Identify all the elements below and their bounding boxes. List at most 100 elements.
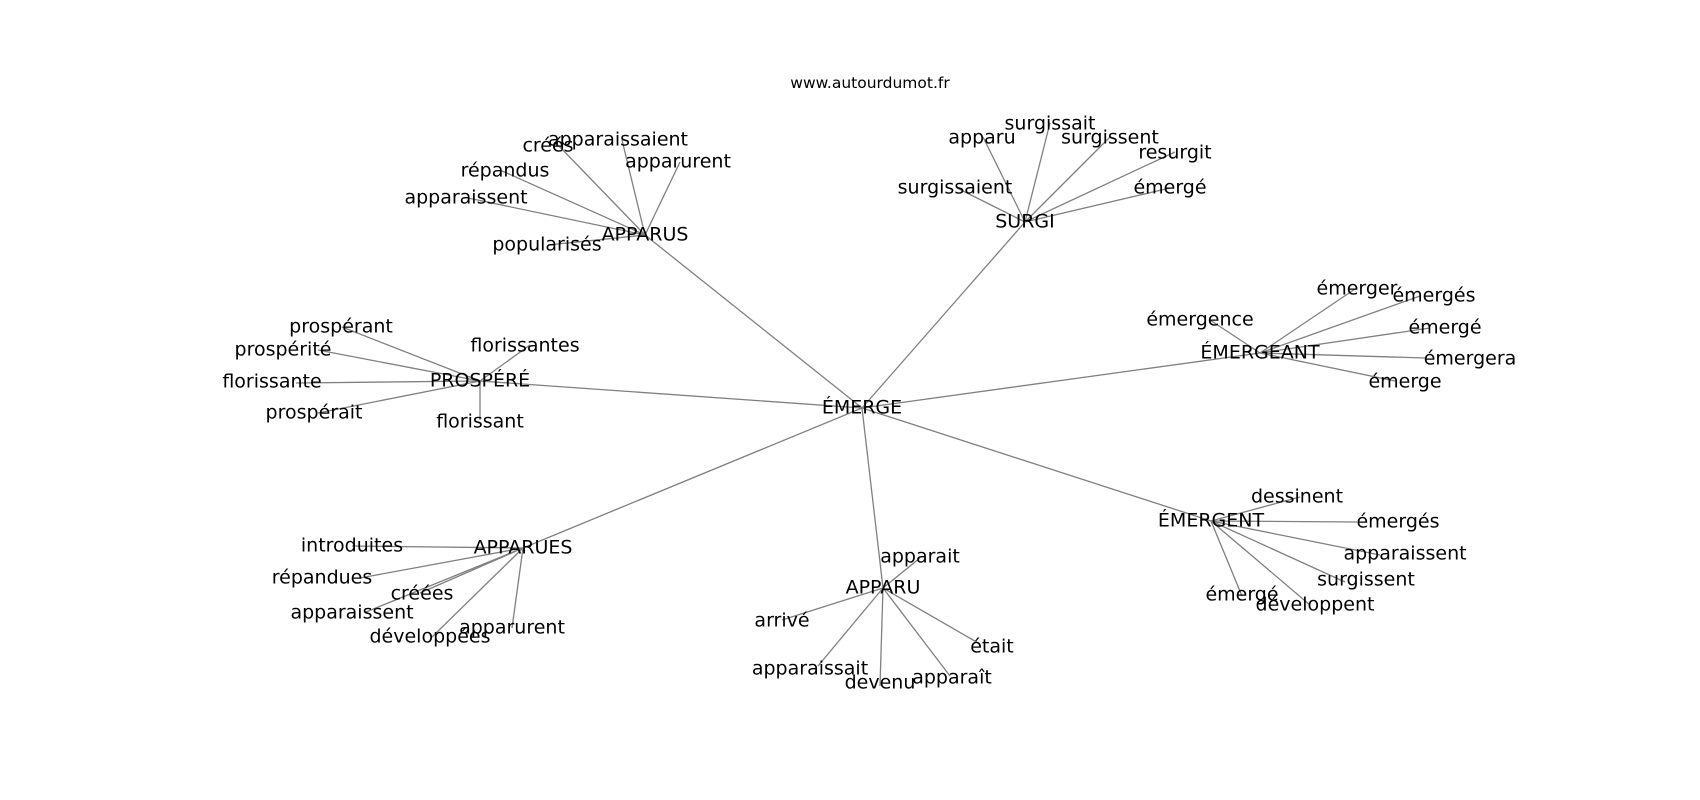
edge-hub-leaf	[1259, 327, 1431, 354]
edge-center-hub	[644, 234, 863, 409]
edge-hub-leaf	[882, 587, 951, 677]
leaf-node[interactable]: prospérait	[266, 402, 363, 424]
leaf-node[interactable]: apparaissaient	[548, 129, 688, 151]
edge-hub-leaf	[1259, 352, 1396, 382]
edge-hub-leaf	[359, 547, 524, 579]
hub-node[interactable]: SURGI	[995, 211, 1055, 233]
leaf-node[interactable]: apparaissent	[290, 602, 413, 624]
leaf-node[interactable]: surgissait	[1005, 113, 1096, 135]
leaf-node[interactable]: émergés	[1356, 511, 1439, 533]
leaf-node[interactable]: resurgit	[1138, 142, 1211, 164]
edge-hub-leaf	[1024, 136, 1111, 223]
edge-hub-leaf	[817, 587, 884, 667]
edge-hub-leaf	[1024, 187, 1171, 223]
edge-hub-leaf	[431, 547, 524, 638]
leaf-node[interactable]: dessinent	[1251, 486, 1343, 508]
edge-hub-leaf	[956, 187, 1026, 223]
edge-hub-leaf	[1210, 520, 1243, 597]
leaf-node[interactable]: prospérité	[235, 339, 332, 361]
hub-node[interactable]: APPARUS	[602, 224, 689, 246]
edge-hub-leaf	[1259, 295, 1421, 354]
edge-hub-leaf	[982, 136, 1026, 223]
hub-node[interactable]: APPARUES	[474, 537, 573, 559]
leaf-node[interactable]: surgissent	[1061, 127, 1159, 149]
leaf-node[interactable]: apparaissait	[752, 658, 868, 680]
edge-hub-leaf	[1210, 520, 1358, 523]
edge-hub-leaf	[1024, 151, 1176, 223]
leaf-node[interactable]: émerger	[1317, 278, 1398, 300]
leaf-node[interactable]: émergé	[1205, 584, 1278, 606]
leaf-node[interactable]: apparaissent	[1343, 543, 1466, 565]
leaf-node[interactable]: émergera	[1424, 348, 1517, 370]
hub-node[interactable]: ÉMERGENT	[1158, 509, 1265, 532]
edge-hub-leaf	[511, 547, 524, 629]
leaf-node[interactable]: introduites	[301, 535, 403, 557]
leaf-node[interactable]: florissant	[436, 411, 524, 433]
leaf-node[interactable]: répandus	[461, 160, 550, 182]
edge-hub-leaf	[557, 144, 646, 236]
leaf-node[interactable]: prospérant	[289, 316, 393, 338]
edges	[295, 122, 1431, 687]
edge-hub-leaf	[1210, 520, 1346, 583]
edge-center-hub	[861, 221, 1026, 409]
edge-hub-leaf	[1210, 520, 1381, 556]
edge-hub-leaf	[547, 234, 646, 246]
leaf-node[interactable]: émergés	[1392, 285, 1475, 307]
leaf-node[interactable]: développent	[1256, 594, 1375, 616]
edge-center-hub	[479, 380, 863, 409]
edge-center-hub	[522, 407, 863, 549]
leaf-node[interactable]: surgissaient	[898, 177, 1013, 199]
edge-hub-leaf	[621, 139, 646, 236]
leaf-node[interactable]: émergence	[1146, 309, 1253, 331]
edge-hub-leaf	[781, 587, 884, 621]
edge-hub-leaf	[1210, 496, 1301, 522]
center-node[interactable]: ÉMERGE	[822, 396, 902, 419]
edge-hub-leaf	[351, 545, 524, 549]
edge-hub-leaf	[1210, 520, 1311, 606]
edge-hub-leaf	[467, 197, 646, 236]
hub-node[interactable]: PROSPÉRÉ	[430, 369, 530, 392]
site-label[interactable]: www.autourdumot.fr	[790, 74, 950, 92]
leaf-node[interactable]: arrivé	[754, 610, 809, 632]
leaf-node[interactable]: développées	[370, 626, 491, 648]
leaf-node[interactable]: florissantes	[470, 335, 579, 357]
leaf-node[interactable]: répandues	[272, 567, 373, 589]
leaf-node[interactable]: créés	[522, 135, 573, 157]
leaf-node[interactable]: émergé	[1408, 317, 1481, 339]
leaf-node[interactable]: surgissent	[1317, 569, 1415, 591]
edge-center-hub	[861, 407, 884, 589]
edge-center-hub	[861, 352, 1261, 409]
edge-hub-leaf	[1209, 319, 1261, 354]
edge-hub-leaf	[879, 587, 884, 687]
leaf-node[interactable]: était	[970, 636, 1014, 658]
leaf-node[interactable]: émergé	[1133, 177, 1206, 199]
leaf-node[interactable]: apparait	[880, 546, 960, 568]
edge-hub-leaf	[882, 587, 981, 645]
edge-hub-leaf	[499, 169, 646, 236]
edge-hub-leaf	[317, 380, 481, 414]
leaf-node[interactable]: florissante	[222, 371, 321, 393]
leaf-node[interactable]: apparaissent	[404, 187, 527, 209]
leaf-node[interactable]: devenu	[845, 672, 916, 694]
edge-hub-leaf	[295, 380, 481, 384]
edge-hub-leaf	[317, 349, 481, 382]
edge-center-hub	[861, 407, 1212, 522]
edge-hub-leaf	[644, 161, 681, 236]
edge-hub-leaf	[479, 344, 531, 382]
edge-hub-leaf	[365, 547, 524, 613]
leaf-node[interactable]: apparaît	[912, 667, 992, 689]
leaf-node[interactable]: apparurent	[625, 151, 731, 173]
leaf-node[interactable]: apparurent	[459, 617, 565, 639]
edge-hub-leaf	[1259, 352, 1426, 359]
hub-node[interactable]: ÉMERGEANT	[1200, 341, 1320, 364]
edge-hub-leaf	[1259, 288, 1356, 354]
leaf-node[interactable]: émerge	[1368, 371, 1441, 393]
edge-hub-leaf	[882, 557, 921, 589]
leaf-node[interactable]: apparu	[948, 127, 1015, 149]
hub-node[interactable]: APPARU	[846, 577, 921, 599]
leaf-node[interactable]: créées	[391, 583, 454, 605]
leaf-node[interactable]: popularisés	[492, 234, 601, 256]
edge-hub-leaf	[1024, 122, 1051, 223]
